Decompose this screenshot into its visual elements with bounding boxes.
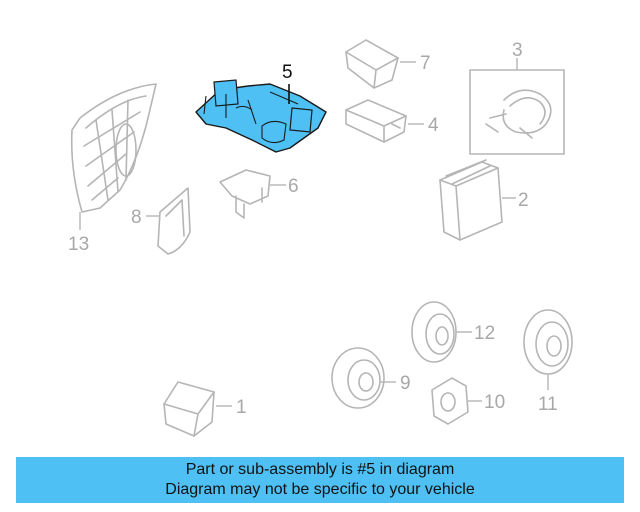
info-banner: Part or sub-assembly is #5 in diagram Di…	[16, 457, 624, 503]
callout-5: 5	[282, 62, 293, 83]
callout-10: 10	[484, 392, 505, 413]
part-8-trim[interactable]	[157, 187, 191, 255]
part-12-speaker[interactable]	[411, 301, 457, 363]
part-3-cable-kit[interactable]	[469, 69, 565, 155]
callout-6: 6	[288, 176, 299, 197]
part-13-grille[interactable]	[70, 83, 157, 213]
callout-11: 11	[538, 394, 558, 415]
callout-13: 13	[68, 234, 89, 255]
callout-8: 8	[131, 207, 142, 228]
part-1-housing[interactable]	[163, 381, 215, 437]
part-6-mount[interactable]	[219, 169, 271, 219]
callout-12: 12	[474, 323, 495, 344]
part-4-module[interactable]	[345, 99, 407, 143]
parts-diagram: 13 8 5 6 7 4 3	[68, 39, 573, 437]
part-5-bracket-highlighted[interactable]	[195, 79, 327, 153]
callout-3: 3	[512, 40, 523, 61]
callout-7: 7	[420, 53, 431, 74]
callout-4: 4	[428, 115, 439, 136]
callout-1: 1	[236, 397, 247, 418]
callout-9: 9	[400, 373, 411, 394]
part-10-tweeter[interactable]	[431, 377, 469, 425]
banner-line-disclaimer: Diagram may not be specific to your vehi…	[165, 481, 475, 498]
part-2-control-unit[interactable]	[439, 159, 503, 241]
banner-line-part: Part or sub-assembly is #5 in diagram	[185, 461, 455, 478]
part-7-cover[interactable]	[345, 39, 399, 89]
part-11-speaker[interactable]	[523, 309, 573, 375]
part-9-speaker[interactable]	[331, 347, 385, 409]
callout-2: 2	[518, 190, 529, 211]
